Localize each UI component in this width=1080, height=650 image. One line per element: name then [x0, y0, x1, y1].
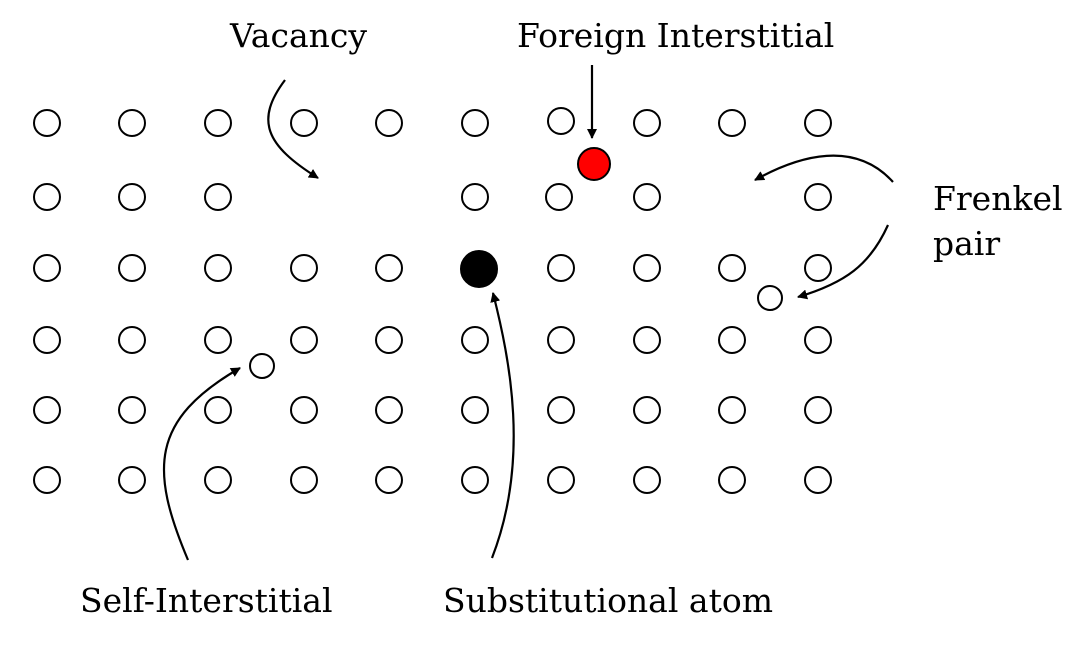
lattice-atom: [547, 107, 575, 135]
vacancy-label: Vacancy: [229, 16, 367, 55]
foreign-interstitial-atom: [577, 147, 611, 181]
frenkel-label-line2: pair: [933, 224, 1000, 263]
lattice-atom: [33, 109, 61, 137]
lattice-atom: [804, 254, 832, 282]
lattice-atom: [633, 466, 661, 494]
lattice-atom: [461, 183, 489, 211]
lattice-atom: [547, 326, 575, 354]
lattice-atom: [633, 109, 661, 137]
lattice-atom: [118, 466, 146, 494]
lattice-atom: [118, 326, 146, 354]
lattice-atom: [804, 326, 832, 354]
lattice-atom: [33, 396, 61, 424]
lattice-atom: [545, 183, 573, 211]
lattice-atom: [290, 109, 318, 137]
lattice-atom: [375, 326, 403, 354]
lattice-atom: [633, 396, 661, 424]
lattice-atom: [290, 466, 318, 494]
lattice-atom: [118, 183, 146, 211]
lattice-atom: [461, 466, 489, 494]
substitutional-label: Substitutional atom: [443, 581, 773, 620]
lattice-atom: [375, 109, 403, 137]
foreign-interstitial-label: Foreign Interstitial: [517, 16, 834, 55]
lattice-atom: [461, 326, 489, 354]
lattice-atom: [204, 396, 232, 424]
lattice-atom: [461, 109, 489, 137]
lattice-atom: [204, 326, 232, 354]
lattice-atom: [33, 254, 61, 282]
lattice-atom: [461, 396, 489, 424]
lattice-atom: [633, 326, 661, 354]
lattice-atom: [375, 466, 403, 494]
lattice-atom: [375, 396, 403, 424]
lattice-atom: [204, 254, 232, 282]
lattice-atom: [547, 466, 575, 494]
frenkel-interstitial-atom: [757, 285, 783, 311]
lattice-atoms: [33, 107, 832, 494]
lattice-atom: [204, 466, 232, 494]
lattice-atom: [804, 396, 832, 424]
substitutional-atom: [460, 250, 498, 288]
lattice-atom: [33, 326, 61, 354]
lattice-atom: [804, 109, 832, 137]
substitutional-arrow: [490, 292, 515, 559]
lattice-atom: [804, 183, 832, 211]
lattice-atom: [547, 254, 575, 282]
lattice-atom: [33, 466, 61, 494]
lattice-atom: [375, 254, 403, 282]
lattice-atom: [804, 466, 832, 494]
lattice-atom: [33, 183, 61, 211]
lattice-atom: [718, 254, 746, 282]
self-interstitial-atom: [249, 353, 275, 379]
lattice-atom: [718, 396, 746, 424]
frenkel-interstitial-arrow: [797, 224, 890, 300]
lattice-atom: [204, 109, 232, 137]
lattice-atom: [118, 254, 146, 282]
self-interstitial-arrow: [162, 367, 241, 561]
frenkel-label-line1: Frenkel: [933, 179, 1063, 218]
vacancy-arrow: [267, 79, 319, 179]
self-interstitial-label: Self-Interstitial: [80, 581, 333, 620]
lattice-atom: [118, 396, 146, 424]
lattice-atom: [204, 183, 232, 211]
lattice-atom: [718, 109, 746, 137]
lattice-atom: [290, 254, 318, 282]
lattice-atom: [290, 326, 318, 354]
lattice-atom: [118, 109, 146, 137]
lattice-atom: [633, 254, 661, 282]
lattice-atom: [633, 183, 661, 211]
lattice-atom: [290, 396, 318, 424]
frenkel-vacancy-arrow: [754, 154, 894, 183]
lattice-atom: [718, 466, 746, 494]
lattice-atom: [718, 326, 746, 354]
lattice-atom: [547, 396, 575, 424]
